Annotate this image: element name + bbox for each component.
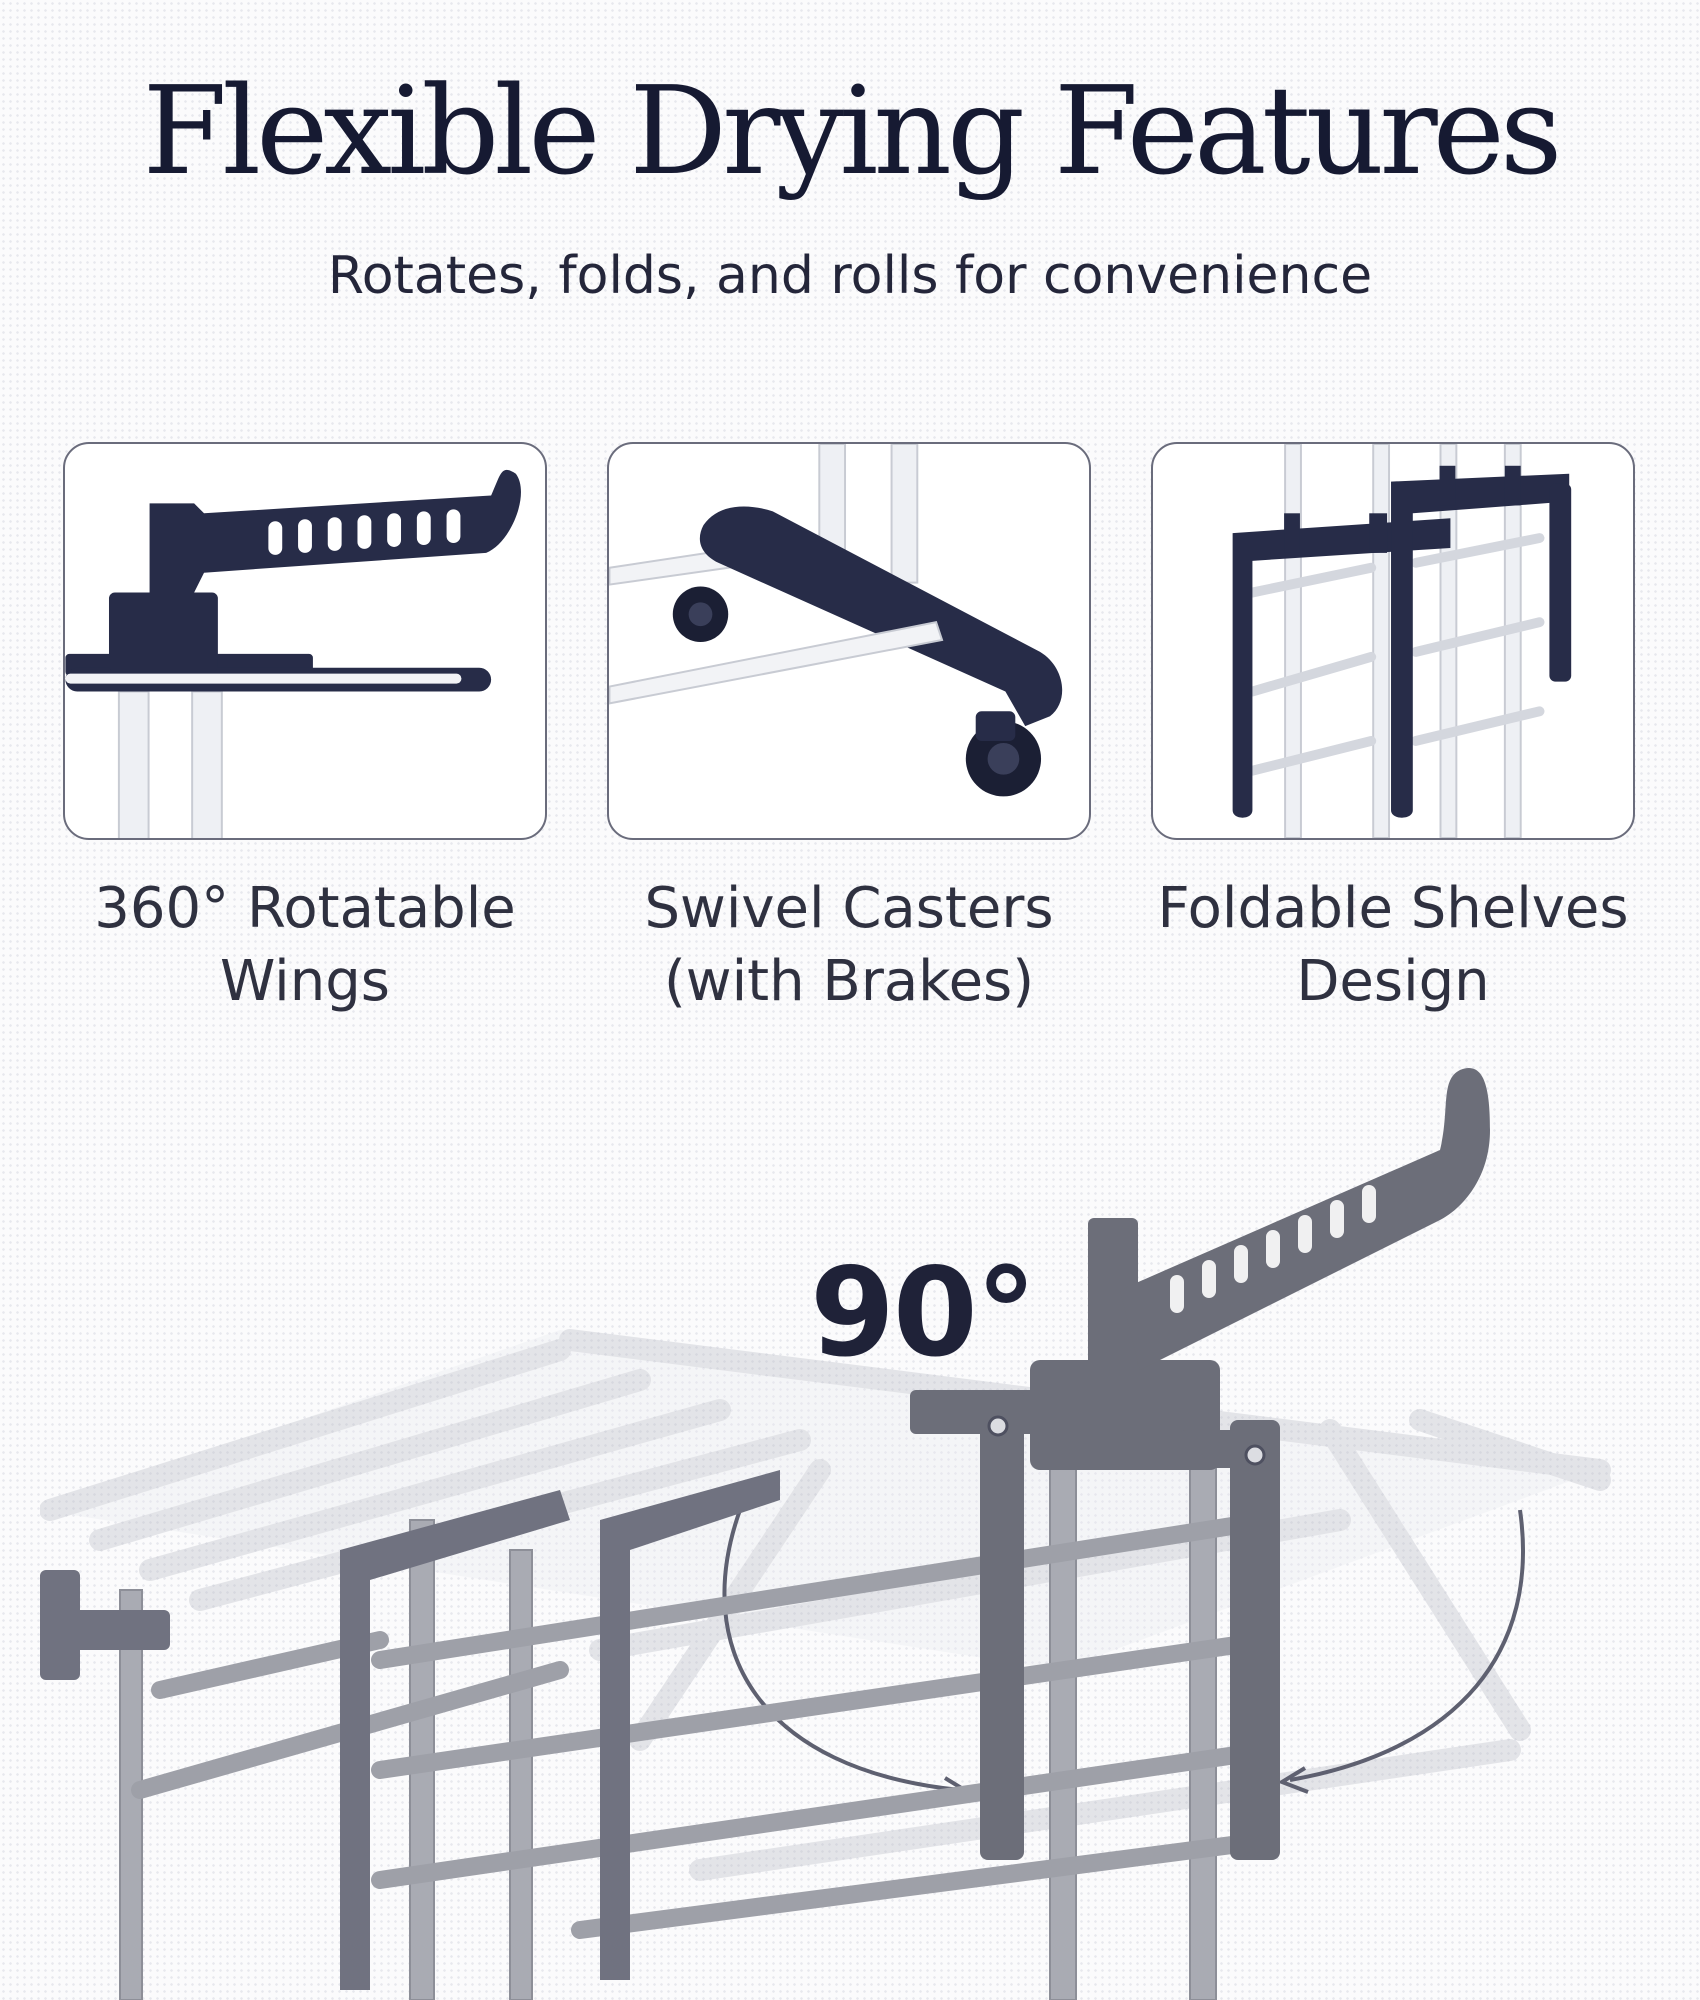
rotation-angle-label: 90° bbox=[810, 1242, 1037, 1384]
feature-label-line: Foldable Shelves bbox=[1157, 876, 1629, 941]
foldable-shelf-icon bbox=[1232, 444, 1572, 838]
feature-card-foldable-shelves bbox=[1151, 442, 1635, 840]
rotatable-wing-icon bbox=[65, 469, 521, 838]
drying-rack-illustration bbox=[40, 1050, 1660, 2000]
swivel-caster-icon bbox=[609, 444, 1063, 797]
feature-label-foldable-shelves: Foldable Shelves Design bbox=[1133, 872, 1653, 1018]
feature-card-swivel-casters bbox=[607, 442, 1091, 840]
feature-card-rotatable-wings bbox=[63, 442, 547, 840]
feature-label-line: 360° Rotatable bbox=[94, 876, 516, 941]
feature-label-line: Wings bbox=[220, 949, 390, 1014]
feature-label-swivel-casters: Swivel Casters (with Brakes) bbox=[589, 872, 1109, 1018]
page-title: Flexible Drying Features bbox=[142, 60, 1563, 202]
feature-label-line: Design bbox=[1296, 949, 1490, 1014]
feature-label-rotatable-wings: 360° Rotatable Wings bbox=[45, 872, 565, 1018]
drying-rack-image bbox=[40, 1068, 1611, 2000]
feature-label-line: (with Brakes) bbox=[663, 949, 1035, 1014]
feature-label-line: Swivel Casters bbox=[644, 876, 1054, 941]
page-subtitle: Rotates, folds, and rolls for convenienc… bbox=[327, 246, 1373, 306]
